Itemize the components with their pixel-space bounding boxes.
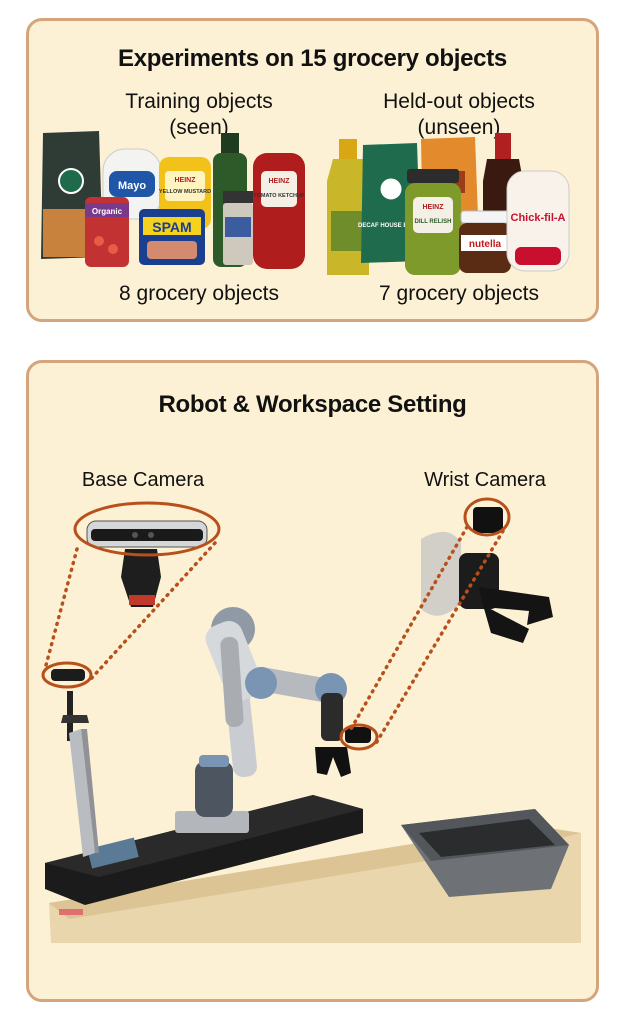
robot-breadboard xyxy=(45,795,363,905)
wrist-camera-label: Wrist Camera xyxy=(424,469,546,491)
spice-jar xyxy=(223,191,253,265)
table-tag xyxy=(59,909,83,915)
nutella-text: nutella xyxy=(469,239,502,250)
heldout-count-label: 7 grocery objects xyxy=(379,282,539,305)
base-camera-highlight xyxy=(73,501,221,557)
mustard-heinz-text: HEINZ xyxy=(175,177,197,184)
base-connector-left xyxy=(43,547,79,671)
nutella-jar: nutella xyxy=(459,210,511,273)
gripper xyxy=(315,747,351,777)
relish-heinz-text: HEINZ xyxy=(423,204,445,211)
relish-text: DILL RELISH xyxy=(415,219,452,225)
wrist-camera-enlarged xyxy=(421,507,553,643)
mustard-text: YELLOW MUSTARD xyxy=(159,189,211,195)
base-camera-label: Base Camera xyxy=(81,469,205,491)
heldout-label-line1: Held-out objects xyxy=(383,90,535,113)
training-label-line1: Training objects xyxy=(125,90,273,113)
wrist-camera-small-highlight xyxy=(339,723,379,751)
workspace-panel-title: Robot & Workspace Setting xyxy=(158,391,467,418)
dill-relish-jar: HEINZ DILL RELISH xyxy=(405,169,461,275)
ketchup-text: TOMATO KETCHUP xyxy=(253,193,305,199)
chickfila-text: Chick-fil-A xyxy=(511,212,566,224)
robot-workspace-image xyxy=(41,497,581,943)
robot-workspace-panel: Robot & Workspace Setting Base Camera Wr… xyxy=(26,360,599,1002)
organic-text: Organic xyxy=(92,207,123,216)
training-count-label: 8 grocery objects xyxy=(119,282,279,305)
highlight-outlines xyxy=(41,497,511,751)
robot-arm xyxy=(175,607,371,833)
wrist-camera-highlight xyxy=(463,497,511,537)
tomato-ketchup-bottle: HEINZ TOMATO KETCHUP xyxy=(253,153,305,269)
gray-bin xyxy=(401,809,569,897)
training-objects-label: Training objects (seen) xyxy=(69,89,329,141)
chickfila-sauce-bottle: Chick-fil-A xyxy=(506,170,570,272)
spam-can: SPAM xyxy=(139,209,205,265)
base-camera-small-highlight xyxy=(41,661,93,689)
olive-oil-bottle xyxy=(327,139,369,275)
grocery-panel-title: Experiments on 15 grocery objects xyxy=(118,45,507,72)
wrist-connector-right xyxy=(373,529,505,747)
mayo-jar: Mayo xyxy=(102,148,162,220)
base-camera-small xyxy=(51,669,85,681)
connector-lines xyxy=(43,525,505,747)
organic-tomato-can: Organic xyxy=(85,197,129,267)
base-camera-tripod xyxy=(51,669,99,857)
ketchup-heinz-text: HEINZ xyxy=(269,178,291,185)
wrist-connector-left xyxy=(349,525,469,731)
training-objects-image: Mayo Organic HEINZ YELLOW MUSTARD SPAM xyxy=(41,131,570,275)
decaf-text: DECAF HOUSE BLEND xyxy=(358,223,425,229)
grocery-objects-panel: Experiments on 15 grocery objects Traini… xyxy=(26,18,599,322)
heldout-objects-label: Held-out objects (unseen) xyxy=(329,89,589,141)
base-connector-right xyxy=(87,541,217,683)
wrist-camera-small xyxy=(345,727,371,743)
spam-text: SPAM xyxy=(152,219,191,235)
mayo-text: Mayo xyxy=(118,180,146,192)
base-camera-enlarged xyxy=(86,520,208,607)
heldout-label-line2: (unseen) xyxy=(417,116,501,139)
training-label-line2: (seen) xyxy=(169,116,229,139)
